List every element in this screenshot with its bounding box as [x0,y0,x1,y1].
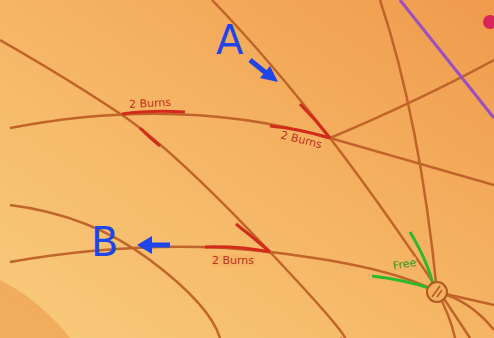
site-glyph [432,286,442,297]
point-letter: A [216,20,243,60]
point-letter: B [91,222,118,262]
planet-limb [0,280,70,338]
trajectory-line [400,0,494,118]
free-segments [372,232,433,288]
site-marker [483,15,494,29]
burn-segments [122,104,330,252]
pointer-arrows [137,60,278,254]
burn-cost: 2 Burns [128,97,173,110]
hazard-site [427,282,447,302]
burn-cost: 2 Burns [211,255,255,266]
